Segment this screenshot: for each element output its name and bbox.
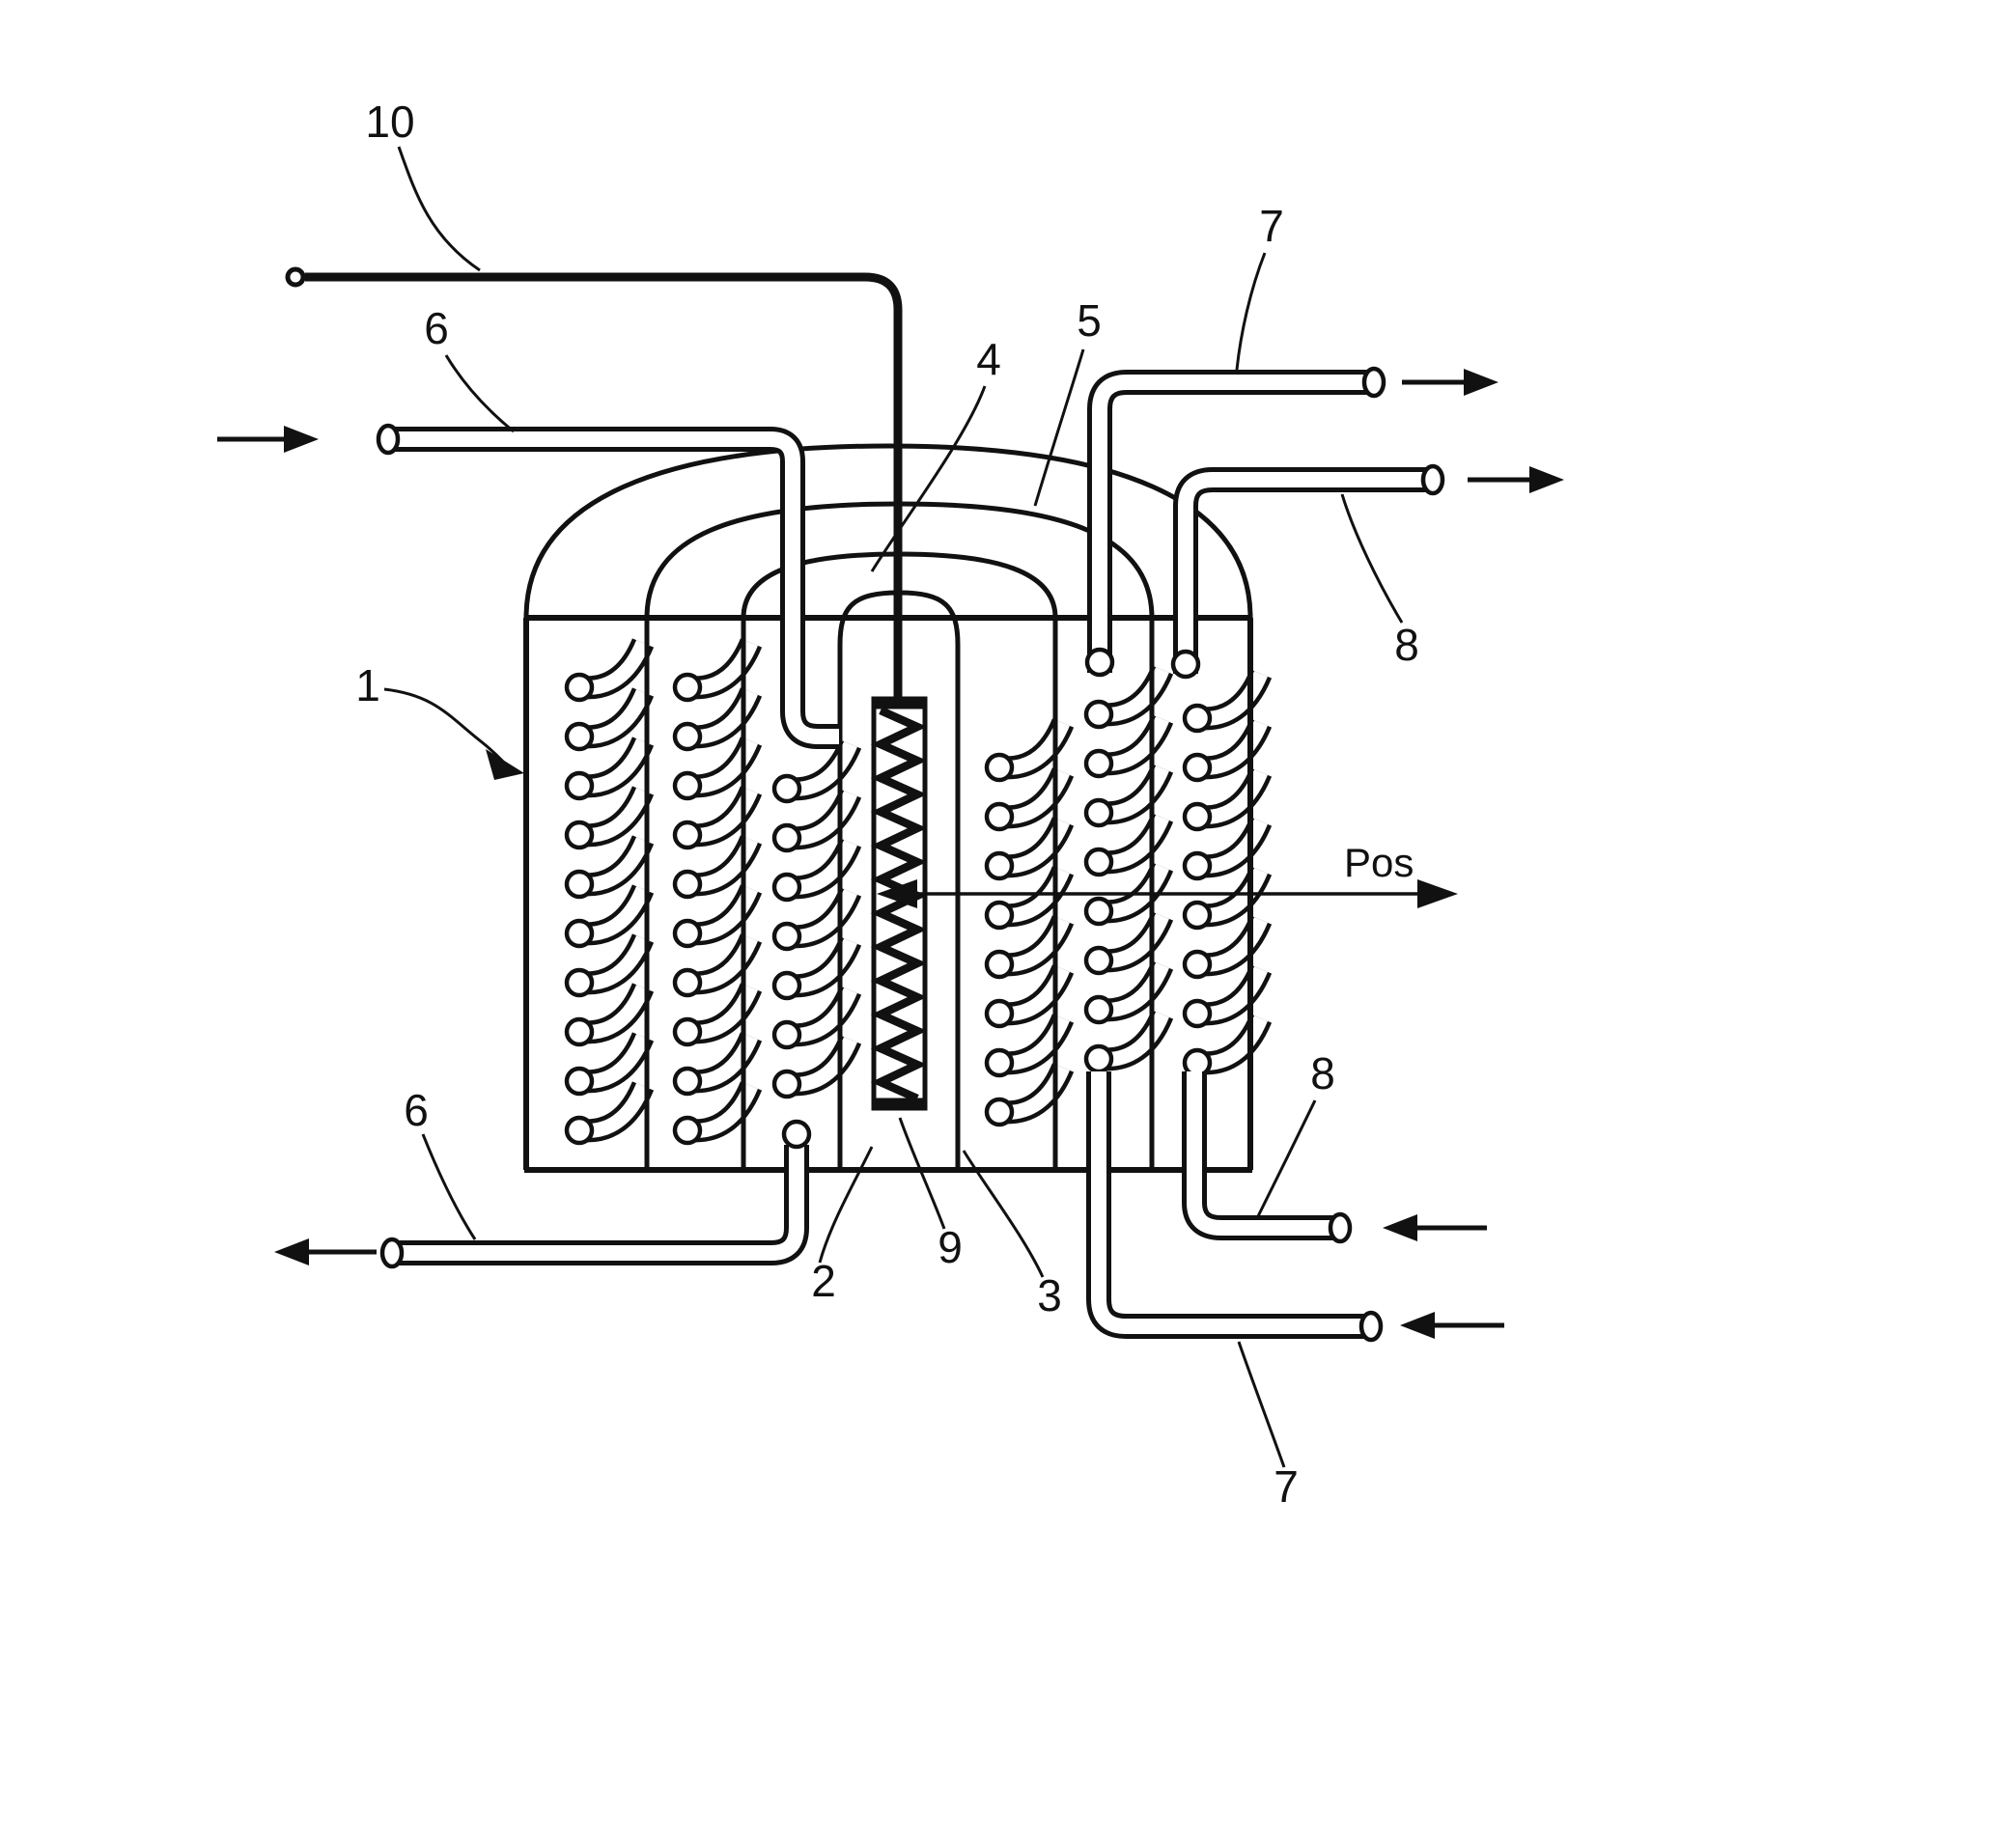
outlet-arrow-top-right-lower: [1468, 466, 1564, 493]
label-8-bottom: 8: [1310, 1048, 1335, 1098]
heater-wire: [285, 266, 903, 701]
label-3: 3: [1037, 1270, 1062, 1321]
label-8-top: 8: [1394, 620, 1419, 670]
inlet-arrow-bottom-right-upper: [1383, 1214, 1487, 1241]
outlet-arrow-bottom-left: [274, 1238, 377, 1265]
reference-numerals: 10 6 4 5 7 8 1 6 2 9 3 8 7: [355, 97, 1419, 1512]
outlet-arrow-top-right-upper: [1402, 369, 1498, 396]
pos-arrowhead-right: [1417, 879, 1458, 908]
label-6-bottom: 6: [404, 1085, 429, 1135]
coil-bank-right-inner: [987, 723, 1063, 1125]
outlet-pipe-8-top: [1170, 463, 1445, 680]
coil-bank-left-middle: [675, 643, 751, 1143]
inlet-pipe-6-top: [376, 423, 839, 749]
label-4: 4: [976, 334, 1001, 384]
label-1: 1: [355, 660, 380, 710]
label-7-bottom: 7: [1274, 1461, 1299, 1512]
pos-label: Pos: [1344, 840, 1414, 885]
inlet-pipe-7-bottom: [1086, 1071, 1384, 1343]
label-2: 2: [811, 1256, 836, 1306]
label-5: 5: [1077, 295, 1102, 346]
zigzag-heating-element: [870, 696, 928, 1111]
coil-bank-left-outer: [567, 643, 643, 1143]
label-6-top: 6: [424, 303, 449, 353]
label-10: 10: [365, 97, 414, 147]
outlet-pipe-7-top: [1084, 366, 1386, 678]
inlet-arrow-bottom-right-lower: [1400, 1312, 1504, 1339]
inlet-arrow-top-left: [217, 426, 319, 453]
outlet-pipe-6-bottom: [379, 1119, 812, 1269]
pos-arrowhead-left: [877, 879, 917, 908]
leader-lines: [383, 146, 1404, 1468]
inlet-pipe-8-bottom: [1182, 1071, 1353, 1244]
label-7-top: 7: [1259, 201, 1284, 251]
label1-arrowhead: [486, 749, 524, 780]
pos-axis: Pos: [877, 840, 1458, 908]
label-9: 9: [938, 1222, 963, 1272]
